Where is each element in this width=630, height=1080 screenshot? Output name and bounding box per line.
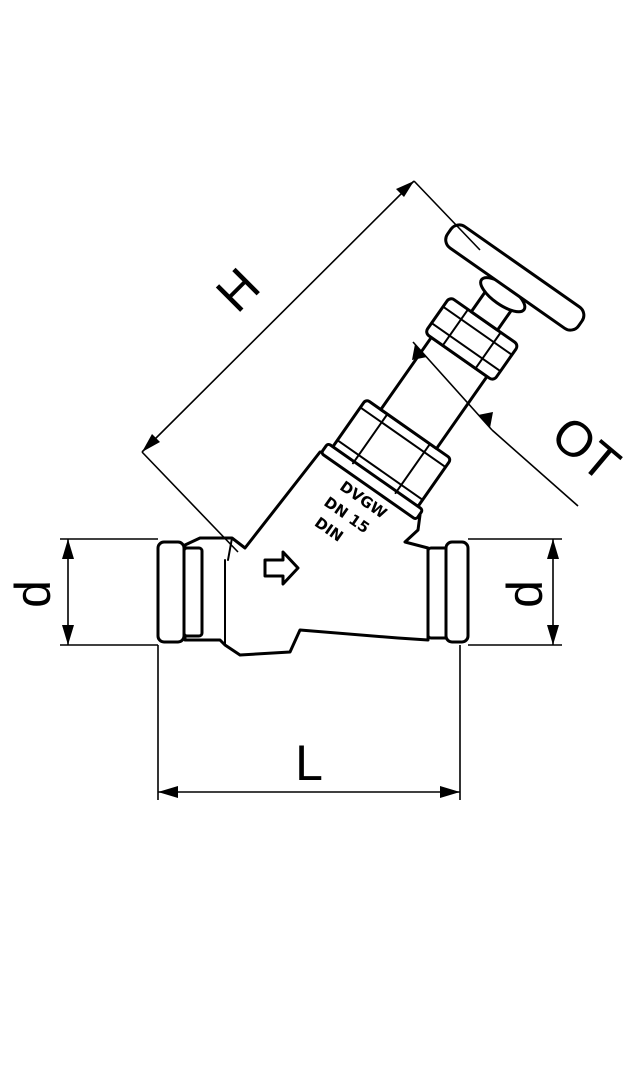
arrowhead <box>158 786 178 798</box>
arrowhead <box>62 539 74 559</box>
body-edge-line <box>227 537 233 561</box>
label-h: H <box>205 257 270 322</box>
dimension-d-right: d <box>468 538 562 646</box>
dimension-d-left: d <box>5 538 158 646</box>
label-ot: OT <box>541 405 630 493</box>
bonnet-flange <box>320 442 424 520</box>
arrowhead <box>142 434 160 452</box>
extension-line-h <box>141 451 239 553</box>
left-end-collar <box>182 546 204 638</box>
arrowhead <box>440 786 460 798</box>
hex-face-line <box>351 413 431 495</box>
extension-line-h <box>413 180 481 251</box>
dimension-l: L <box>157 645 461 800</box>
left-press-end <box>156 540 204 644</box>
bonnet-assembly <box>320 223 586 520</box>
flow-arrow-icon <box>263 550 300 586</box>
label-d-left: d <box>5 580 61 608</box>
arrowhead <box>412 344 427 360</box>
label-d-right: d <box>497 580 553 608</box>
gland-line <box>430 305 513 373</box>
left-end-ring <box>156 540 186 644</box>
right-press-end <box>426 540 470 644</box>
right-end-ring <box>444 540 470 644</box>
gland-line <box>441 308 502 370</box>
extension-line-ot <box>491 429 579 507</box>
hex-face-line <box>336 406 447 501</box>
arrowhead <box>62 625 74 645</box>
dimension-line-h <box>141 180 415 453</box>
label-l: L <box>295 735 323 791</box>
arrowhead <box>478 412 493 428</box>
arrowhead <box>547 625 559 645</box>
arrowhead <box>547 539 559 559</box>
arrowhead <box>396 181 414 197</box>
handwheel <box>444 223 586 332</box>
